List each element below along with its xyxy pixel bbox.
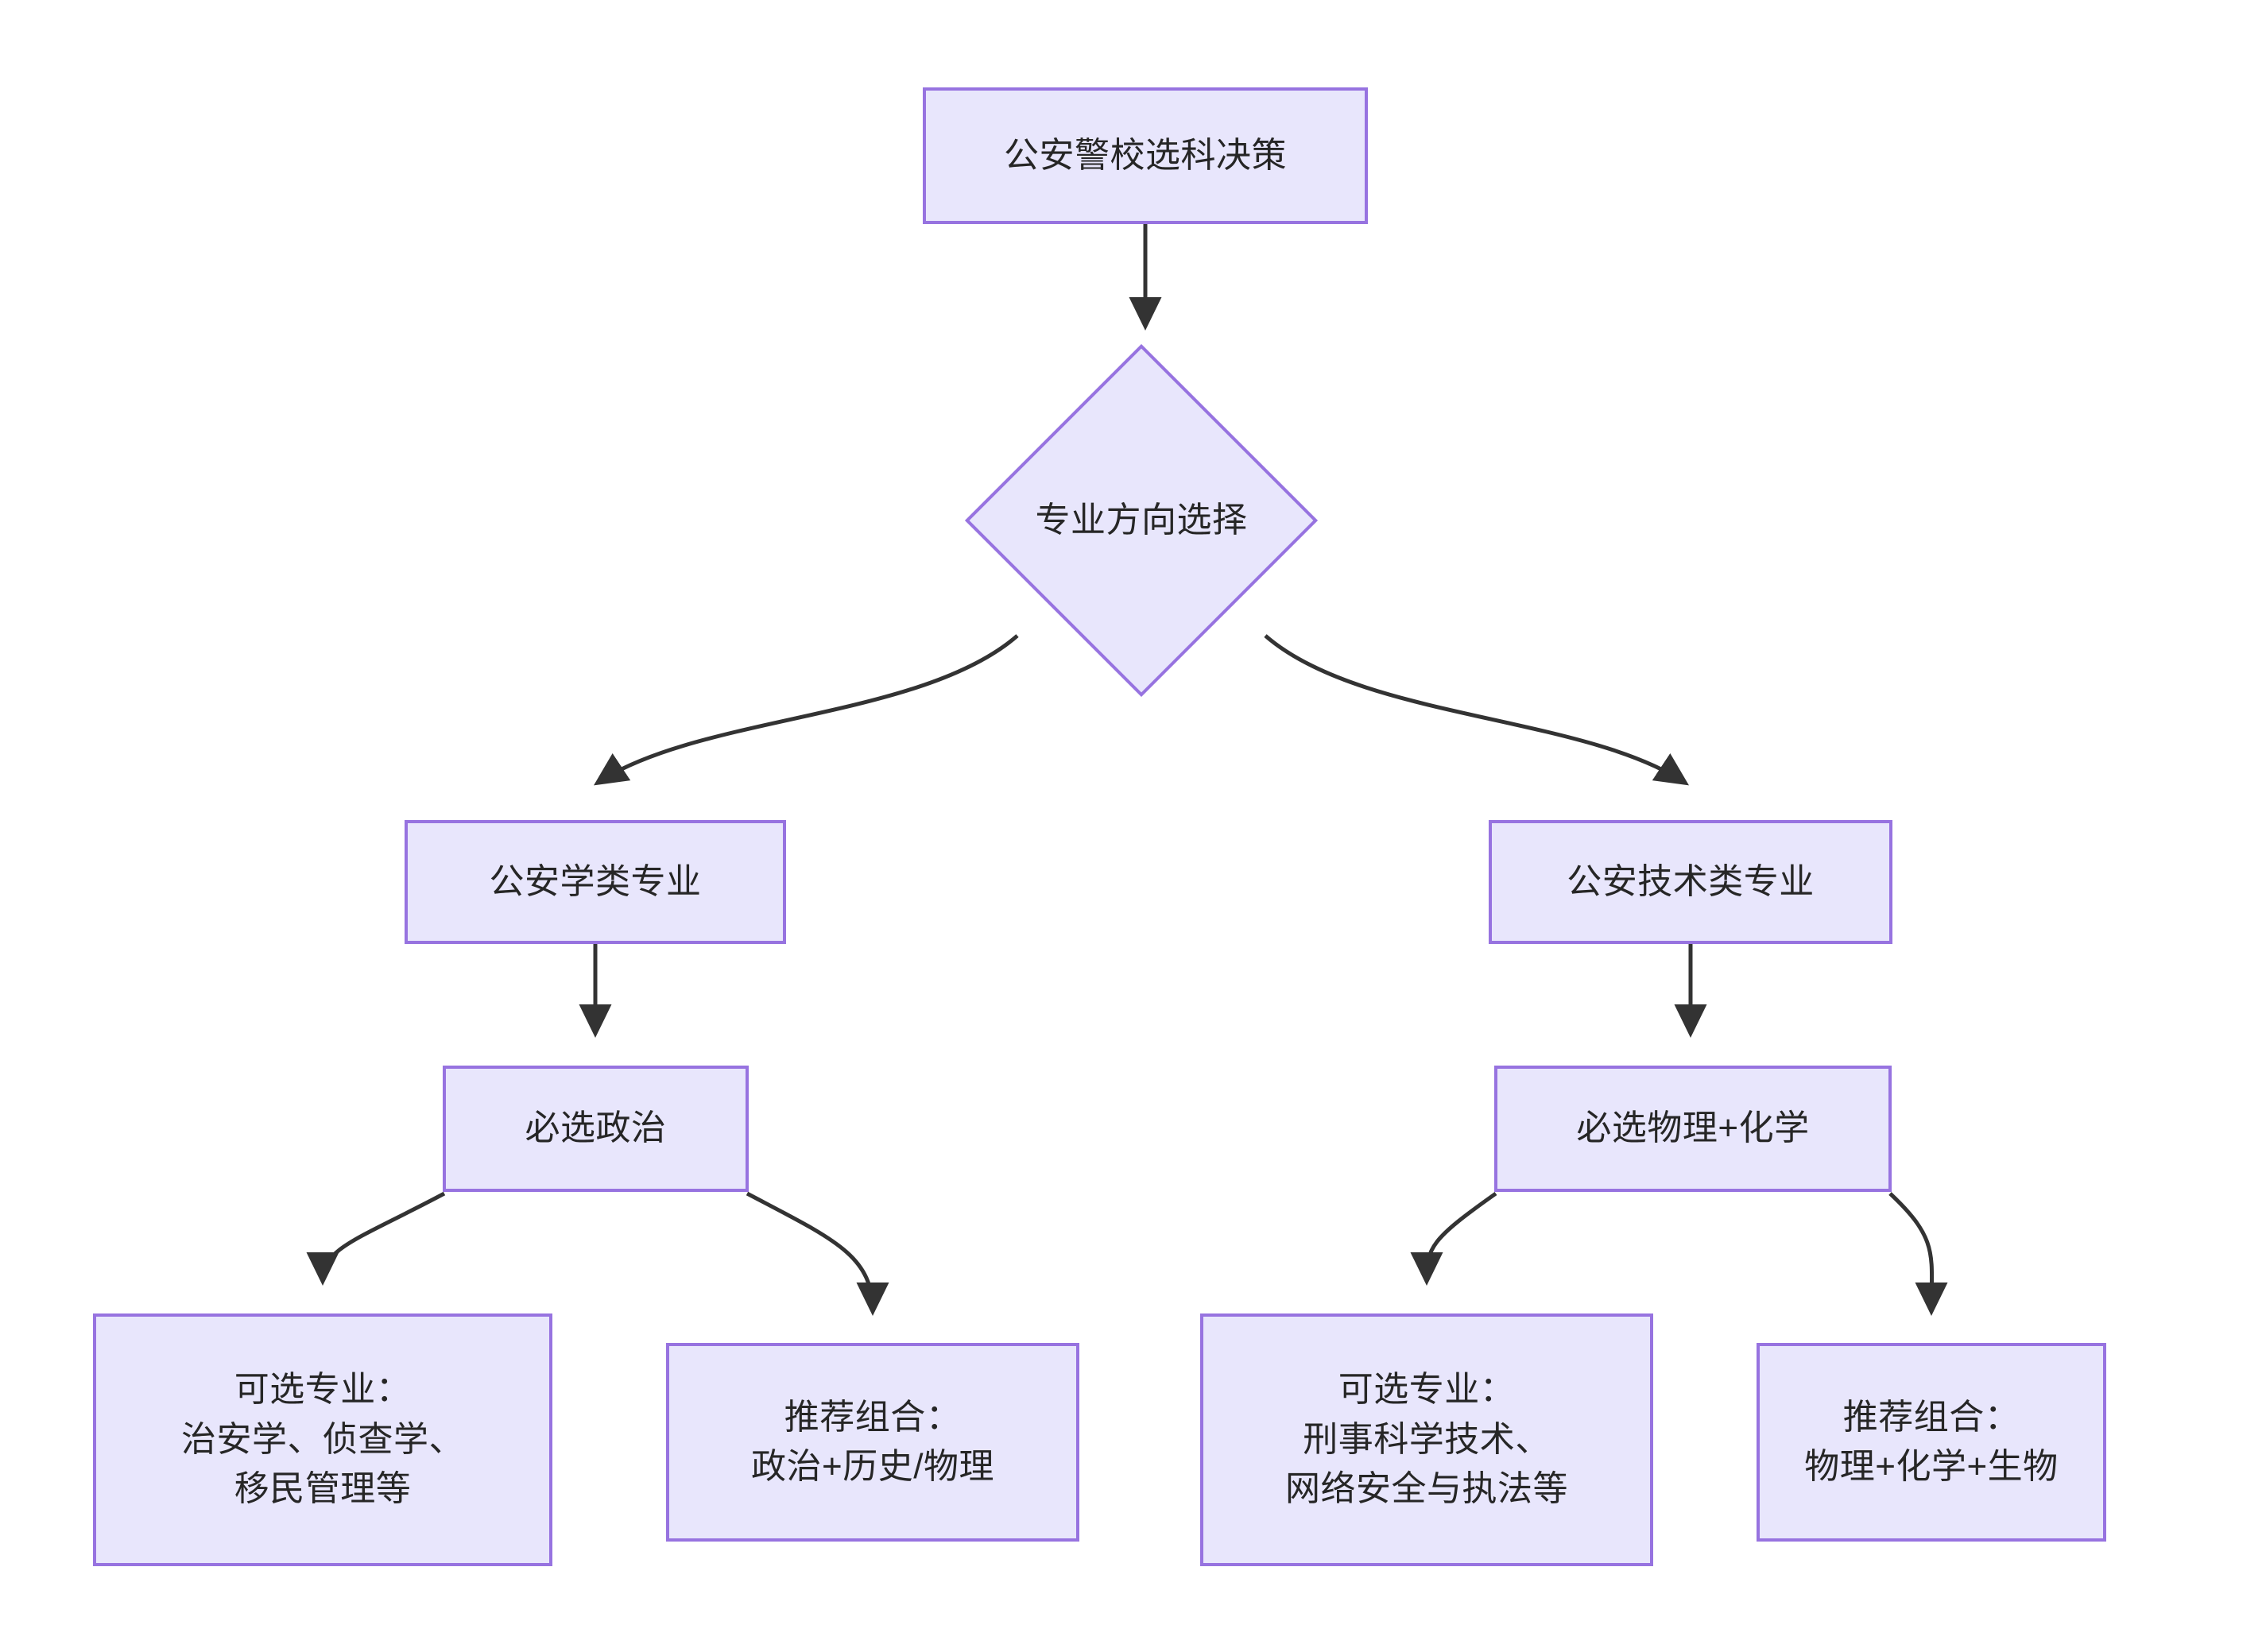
node-majors-right[interactable]: 可选专业： 刑事科学技术、 网络安全与执法等	[1200, 1313, 1653, 1566]
node-combo-right-label: 推荐组合： 物理+化学+生物	[1804, 1397, 2059, 1486]
node-require-left-label: 必选政治	[525, 1108, 667, 1148]
node-combo-right[interactable]: 推荐组合： 物理+化学+生物	[1757, 1343, 2106, 1542]
node-combo-left[interactable]: 推荐组合： 政治+历史/物理	[666, 1343, 1079, 1542]
edge-decision-to-branch-left	[593, 634, 1019, 786]
node-branch-right-label: 公安技术类专业	[1567, 861, 1815, 901]
node-branch-left[interactable]: 公安学类专业	[405, 820, 786, 944]
node-majors-left[interactable]: 可选专业： 治安学、侦查学、 移民管理等	[93, 1313, 552, 1566]
node-majors-right-label: 可选专业： 刑事科学技术、 网络安全与执法等	[1285, 1370, 1568, 1509]
edge-decision-to-branch-right	[1264, 634, 1690, 786]
node-decision[interactable]: 专业方向选择	[964, 343, 1319, 698]
node-branch-left-label: 公安学类专业	[489, 861, 702, 901]
node-decision-label: 专业方向选择	[1035, 500, 1248, 540]
node-majors-left-label: 可选专业： 治安学、侦查学、 移民管理等	[181, 1370, 464, 1509]
edge-require-right-to-majors-right	[1410, 1191, 1497, 1286]
node-require-right[interactable]: 必选物理+化学	[1494, 1066, 1892, 1192]
edge-require-left-to-majors-left	[306, 1191, 446, 1286]
node-require-right-label: 必选物理+化学	[1576, 1108, 1810, 1148]
node-root-label: 公安警校选科决策	[1004, 135, 1287, 175]
node-root[interactable]: 公安警校选科决策	[923, 87, 1368, 224]
edge-require-left-to-combo-left	[746, 1191, 889, 1316]
node-branch-right[interactable]: 公安技术类专业	[1489, 820, 1892, 944]
edge-require-right-to-combo-right	[1888, 1192, 1948, 1317]
node-require-left[interactable]: 必选政治	[443, 1066, 749, 1192]
node-combo-left-label: 推荐组合： 政治+历史/物理	[751, 1397, 994, 1486]
